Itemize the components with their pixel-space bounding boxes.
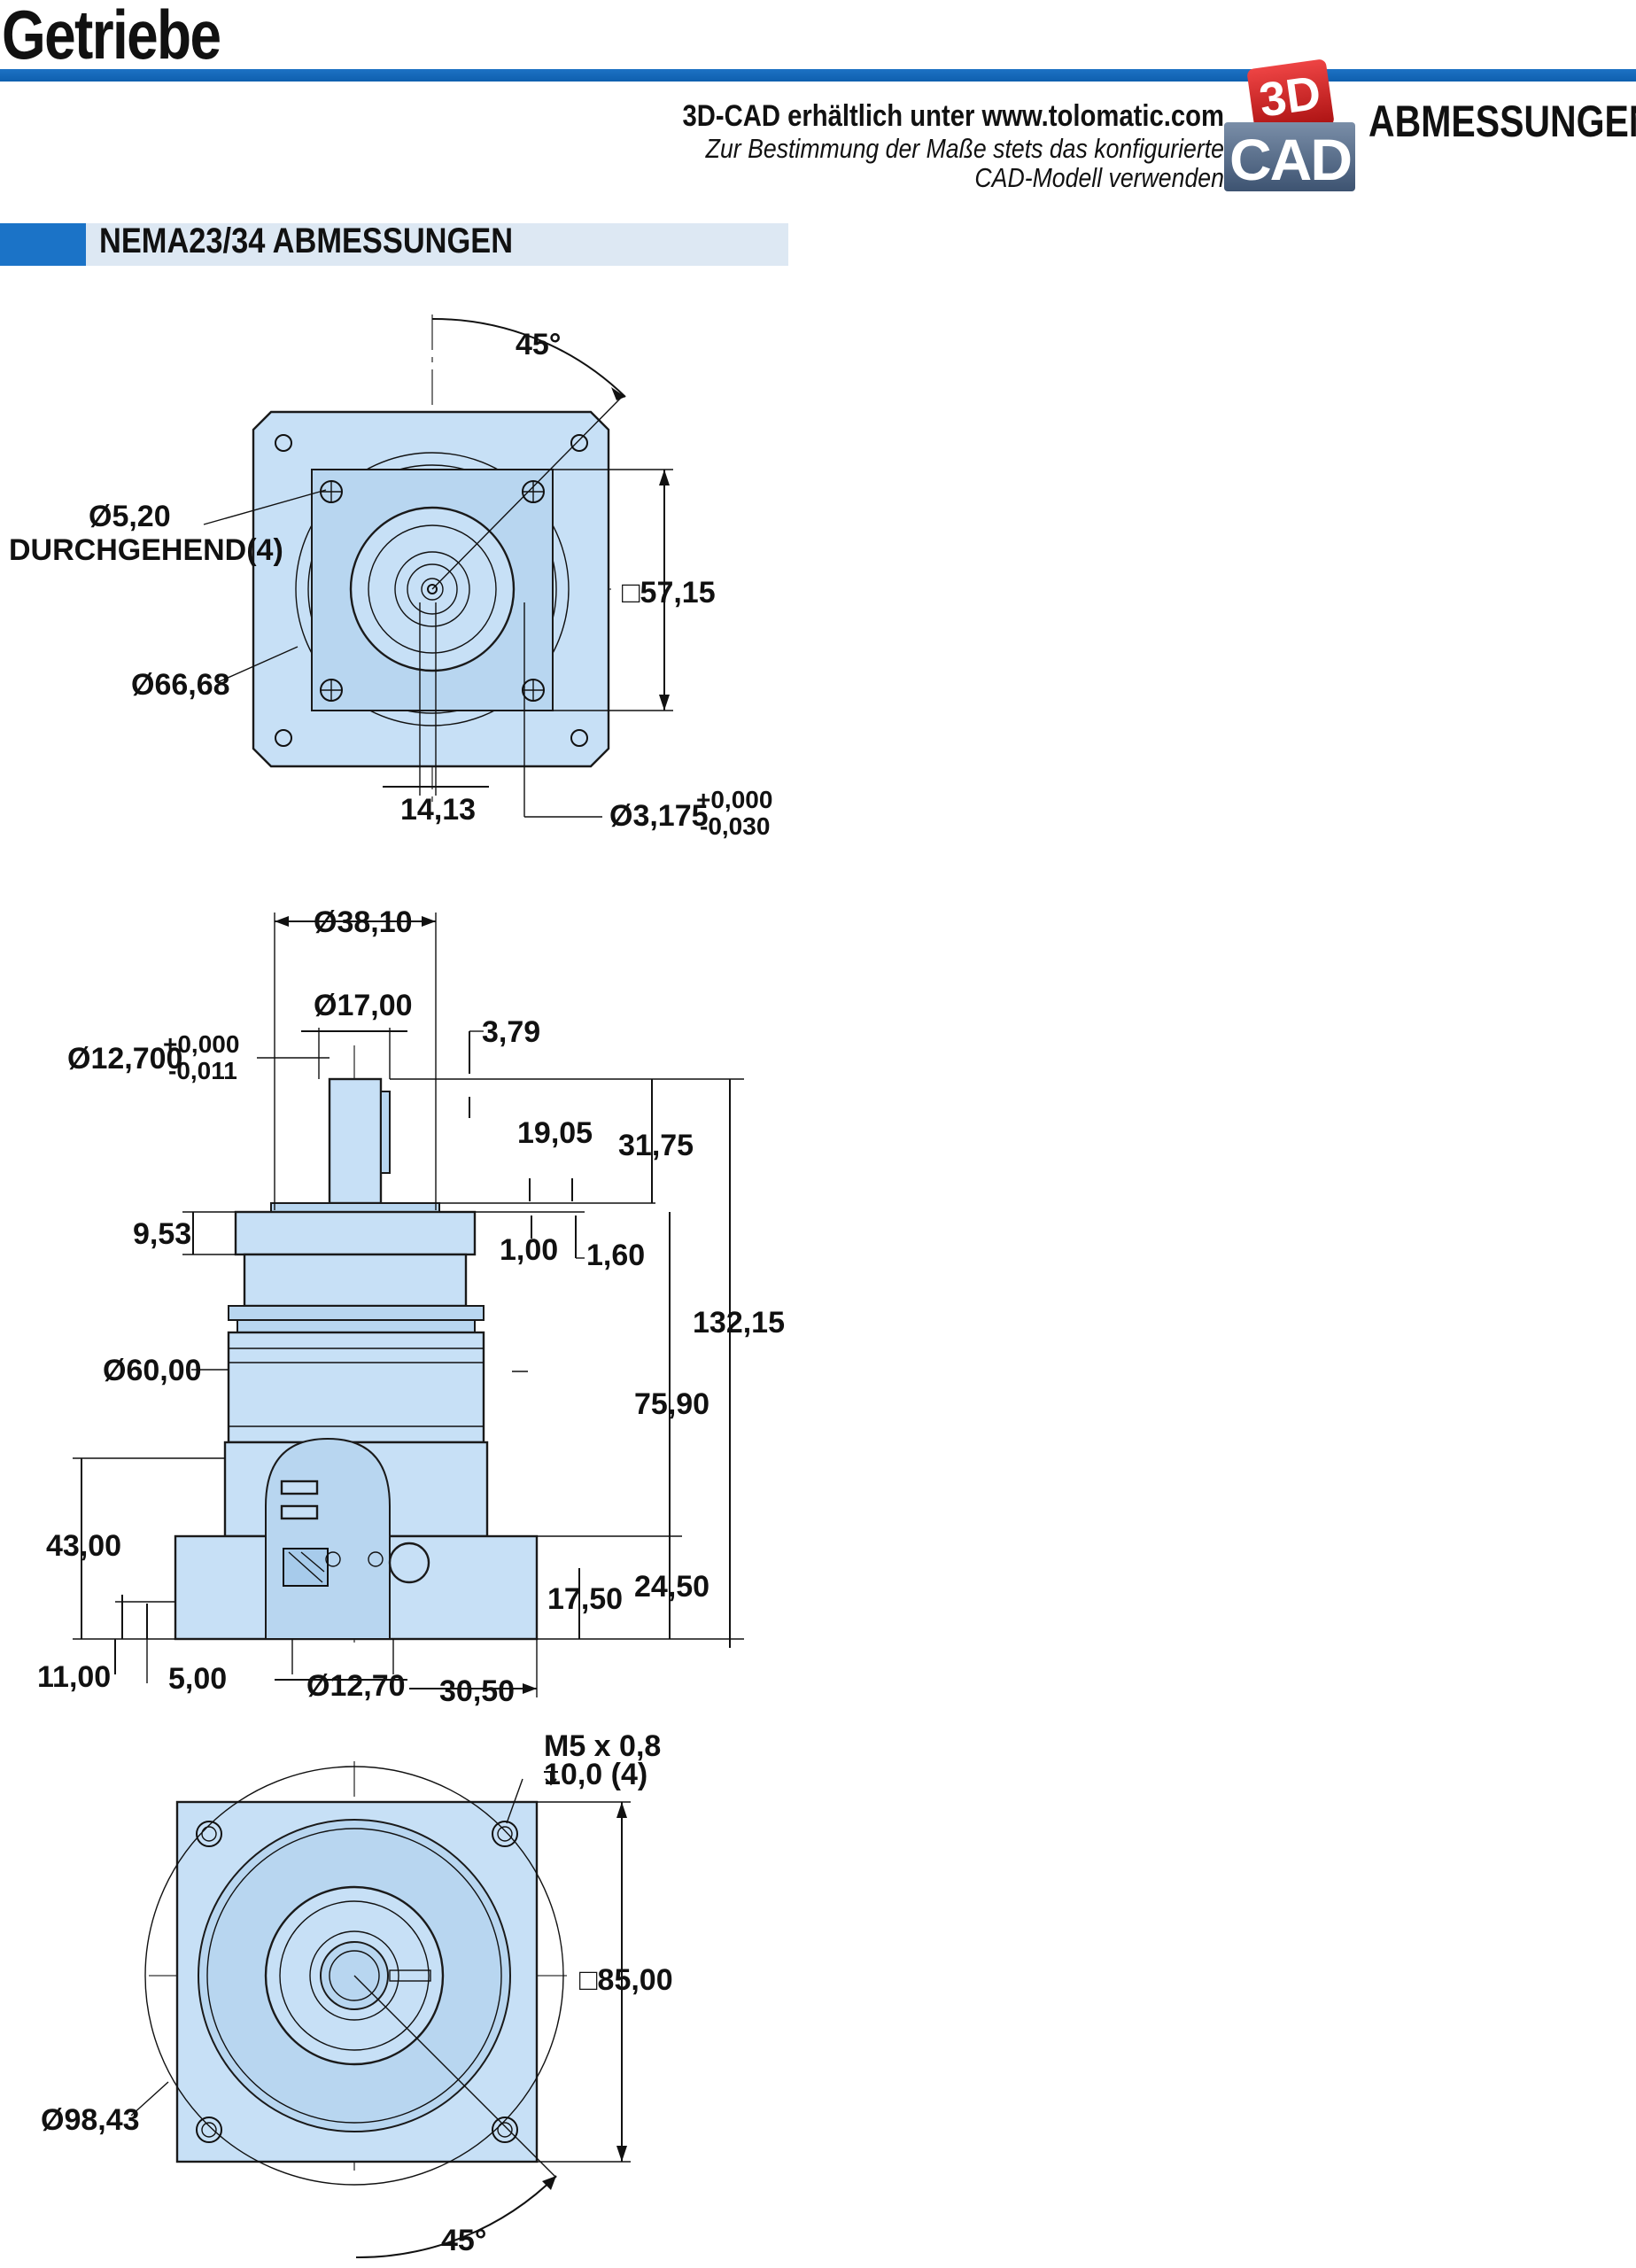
top-shaft-tol-minus: -0,030 [700,812,770,840]
3d-cad-logo-icon[interactable]: 3D CAD [1224,58,1355,192]
side-1-60-label: 1,60 [586,1239,645,1272]
bottom-thread-label: M5 x 0,8 [544,1729,661,1763]
side-shaft-tol-minus: -0,011 [168,1057,237,1084]
top-angle-label: 45° [516,328,561,361]
output-shaft [328,1077,383,1205]
side-5-00-label: 5,00 [168,1662,227,1696]
flange-hole [275,434,588,747]
logo-cad-text: CAD [1229,127,1353,192]
bottom-bolt-circle-label: Ø98,43 [41,2103,140,2137]
output-flange [234,1210,477,1256]
bottom-angle-label: 45° [441,2224,486,2257]
side-17-50-label: 17,50 [547,1582,623,1616]
side-hub-dia-label: Ø38,10 [314,905,413,939]
subsection-title: NEMA23/34 ABMESSUNGEN [99,221,514,260]
side-30-50-label: 30,50 [439,1674,515,1708]
side-view: Ø38,10 Ø17,00 Ø12,700 +0,000 -0,011 3,79… [37,905,785,1708]
side-11-00-label: 11,00 [37,1660,111,1694]
gear-housing [227,1331,485,1444]
cad-info: 3D-CAD erhältlich unter www.tolomatic.co… [594,99,1224,192]
top-pilot-dia-label: Ø66,68 [131,668,230,702]
top-hole-dia-label: Ø5,20 [89,500,171,533]
section-label: ABMESSUNGEN [1369,97,1636,146]
input-port [388,1542,430,1584]
adapter-hole [320,480,545,702]
side-shaft-dia-label: Ø12,700 [67,1042,182,1076]
side-bore-dia-label: Ø12,70 [306,1669,406,1703]
threaded-hole [196,1821,518,2143]
side-31-75-label: 31,75 [618,1129,694,1162]
side-collar-dia-label: Ø17,00 [314,989,413,1022]
shaft-key [380,1091,391,1174]
subsection-bar [86,223,788,266]
cutaway-section [265,1437,391,1640]
top-square-label: □57,15 [622,576,716,610]
cad-note-line1: Zur Bestimmung der Maße stets das konfig… [705,133,1224,164]
page-title: Getriebe [2,0,221,74]
title-rule [0,69,1636,82]
cad-note-line2: CAD-Modell verwenden [974,162,1224,193]
cad-availability-link[interactable]: 3D-CAD erhältlich unter www.tolomatic.co… [682,99,1224,133]
bottom-square-label: □85,00 [579,1963,673,1997]
side-1-00-label: 1,00 [500,1233,558,1267]
side-43-00-label: 43,00 [46,1529,121,1563]
bottom-thread-depth-label: 10,0 (4) [544,1758,647,1791]
side-19-05-label: 19,05 [517,1116,593,1150]
top-hole-note-label: DURCHGEHEND(4) [9,533,283,567]
side-shaft-tol-plus: +0,000 [163,1030,239,1058]
top-shaft-tol-plus: +0,000 [696,786,772,813]
side-75-90-label: 75,90 [634,1387,709,1421]
bottom-view: M5 x 0,8 10,0 (4) □85,00 Ø98,43 45° [41,1729,673,2259]
side-9-53-label: 9,53 [133,1217,191,1251]
side-3-79-label: 3,79 [482,1015,540,1049]
top-shaft-dia-label: Ø3,175 [609,799,709,833]
subsection-bar-accent [0,223,86,266]
side-body-dia-label: Ø60,00 [103,1354,202,1387]
side-132-15-label: 132,15 [693,1306,785,1340]
top-key-offset-label: 14,13 [400,793,476,827]
side-24-50-label: 24,50 [634,1570,709,1604]
top-view: 45° Ø5,20 DURCHGEHEND(4) Ø66,68 □57,15 1… [9,315,772,840]
gear-housing-upper [243,1253,468,1308]
